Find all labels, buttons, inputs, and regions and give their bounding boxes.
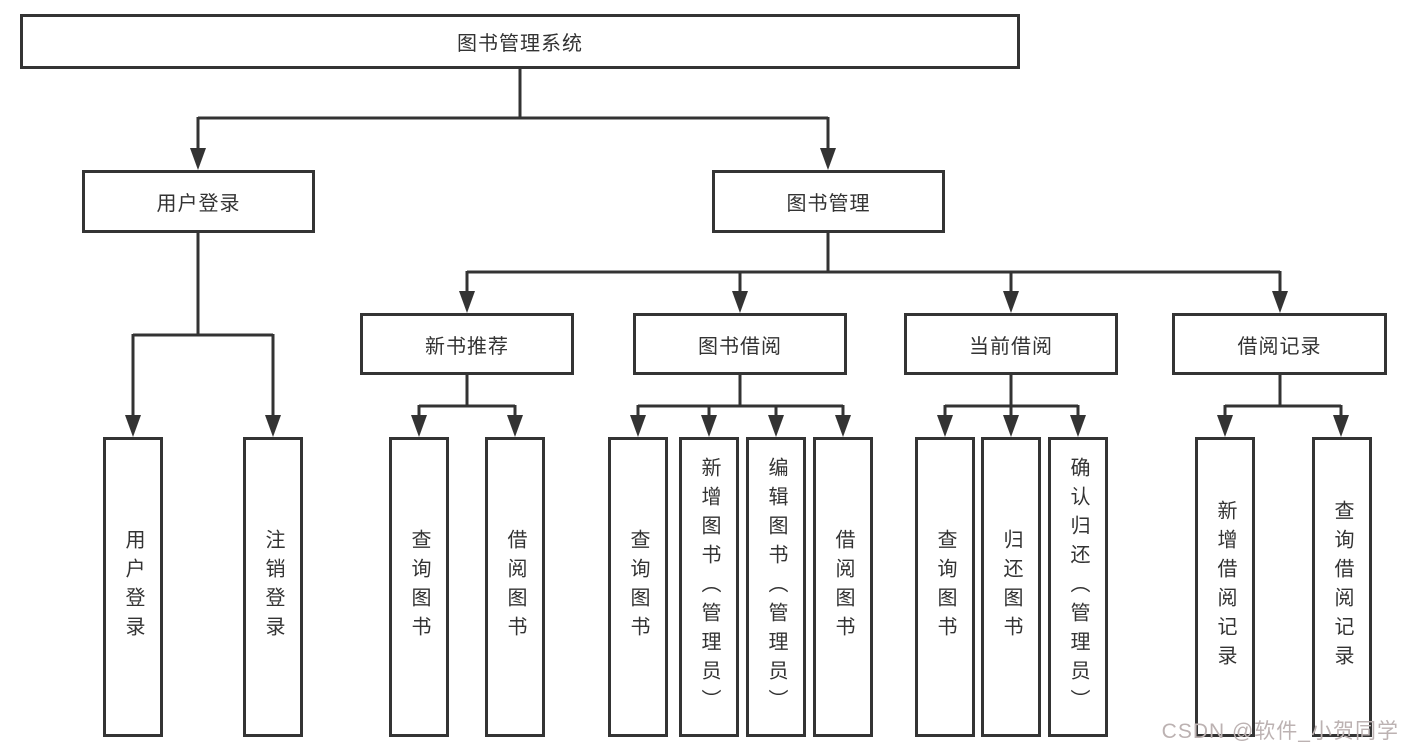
leaf-logout-login: 注销登录 bbox=[243, 437, 303, 737]
node-book-borrow: 图书借阅 bbox=[633, 313, 847, 375]
leaf-user-login-label: 用户登录 bbox=[122, 529, 144, 645]
node-borrow-records-label: 借阅记录 bbox=[1237, 335, 1322, 358]
leaf-borrow-books-label: 借阅图书 bbox=[832, 529, 854, 645]
leaf-return-books: 归还图书 bbox=[981, 437, 1041, 737]
leaf-add-books-admin: 新增图书（管理员） bbox=[679, 437, 739, 737]
node-current-borrow: 当前借阅 bbox=[904, 313, 1118, 375]
connector-book-management bbox=[465, 233, 1282, 296]
leaf-add-borrow-record-label: 新增借阅记录 bbox=[1214, 500, 1236, 674]
connector-current-borrow bbox=[943, 375, 1080, 420]
connector-root bbox=[196, 69, 830, 152]
leaf-user-login: 用户登录 bbox=[103, 437, 163, 737]
leaf-query-books-current-label: 查询图书 bbox=[934, 529, 956, 645]
arrowheads bbox=[125, 148, 1349, 437]
node-user-login: 用户登录 bbox=[82, 170, 315, 233]
connector-borrow-records bbox=[1223, 375, 1343, 420]
csdn-watermark: CSDN @软件_小贺同学 bbox=[1161, 720, 1399, 743]
node-book-borrow-label: 图书借阅 bbox=[698, 335, 782, 358]
leaf-return-books-label: 归还图书 bbox=[1000, 529, 1022, 645]
node-root-system: 图书管理系统 bbox=[20, 14, 1020, 69]
leaf-query-books-recommend-label: 查询图书 bbox=[408, 529, 430, 645]
leaf-query-books-borrow-label: 查询图书 bbox=[627, 529, 649, 645]
node-root-system-label: 图书管理系统 bbox=[457, 33, 583, 55]
leaf-logout-login-label: 注销登录 bbox=[262, 529, 284, 645]
leaf-add-books-admin-label: 新增图书（管理员） bbox=[698, 456, 720, 718]
node-borrow-records: 借阅记录 bbox=[1172, 313, 1387, 375]
leaf-query-books-current: 查询图书 bbox=[915, 437, 975, 737]
node-current-borrow-label: 当前借阅 bbox=[969, 335, 1053, 358]
leaf-confirm-return-admin-label: 确认归还（管理员） bbox=[1067, 456, 1089, 718]
leaf-borrow-books-recommend: 借阅图书 bbox=[485, 437, 545, 737]
node-new-book-recommend-label: 新书推荐 bbox=[425, 335, 509, 358]
node-book-management-label: 图书管理 bbox=[786, 193, 871, 215]
leaf-borrow-books-recommend-label: 借阅图书 bbox=[504, 529, 526, 645]
leaf-query-borrow-record-label: 查询借阅记录 bbox=[1331, 500, 1353, 674]
node-user-login-label: 用户登录 bbox=[156, 193, 241, 215]
connector-user-login bbox=[131, 233, 275, 419]
node-book-management: 图书管理 bbox=[712, 170, 945, 233]
connector-new-book-recommend bbox=[417, 375, 517, 420]
leaf-query-borrow-record: 查询借阅记录 bbox=[1312, 437, 1372, 737]
leaf-edit-books-admin: 编辑图书（管理员） bbox=[746, 437, 806, 737]
leaf-query-books-recommend: 查询图书 bbox=[389, 437, 449, 737]
node-new-book-recommend: 新书推荐 bbox=[360, 313, 574, 375]
leaf-confirm-return-admin: 确认归还（管理员） bbox=[1048, 437, 1108, 737]
connector-book-borrow bbox=[636, 375, 845, 420]
leaf-query-books-borrow: 查询图书 bbox=[608, 437, 668, 737]
leaf-add-borrow-record: 新增借阅记录 bbox=[1195, 437, 1255, 737]
leaf-edit-books-admin-label: 编辑图书（管理员） bbox=[765, 456, 787, 718]
leaf-borrow-books: 借阅图书 bbox=[813, 437, 873, 737]
